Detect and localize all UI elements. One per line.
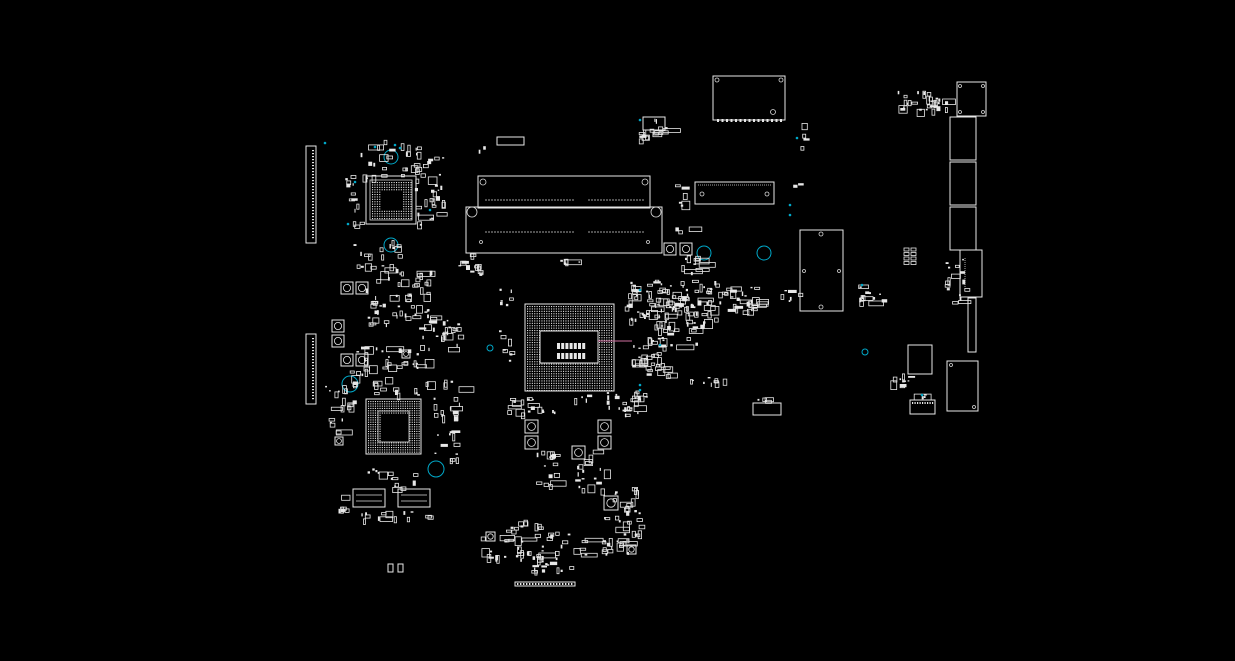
left-edge-connector-bottom[interactable] xyxy=(305,333,317,405)
io-port-top[interactable] xyxy=(956,81,987,117)
side-connector-strip[interactable] xyxy=(967,297,977,353)
dimm-slot-lower[interactable] xyxy=(465,206,663,254)
bga-chip-bottom-left[interactable] xyxy=(365,398,422,455)
memory-chip-right[interactable] xyxy=(397,488,431,508)
m2-slot[interactable] xyxy=(799,229,844,312)
smd-components xyxy=(323,90,972,576)
resistor-array-right[interactable] xyxy=(903,247,917,265)
mounting-hole xyxy=(756,245,772,261)
bottom-left-pads[interactable] xyxy=(387,563,404,573)
left-edge-connector-top[interactable] xyxy=(305,145,317,244)
usb-port-1[interactable] xyxy=(949,116,977,161)
mounting-hole xyxy=(696,245,712,261)
hdmi-port[interactable] xyxy=(959,249,983,298)
ethernet-port[interactable] xyxy=(946,360,979,412)
mounting-hole xyxy=(427,460,445,478)
dimm-slot-upper[interactable] xyxy=(477,175,651,209)
bottom-edge-connector[interactable] xyxy=(514,581,576,587)
small-connector-top[interactable] xyxy=(496,136,525,146)
via-hole xyxy=(486,344,494,352)
chip-right-square[interactable] xyxy=(907,344,933,375)
memory-chip-left[interactable] xyxy=(352,488,386,508)
bga-chip-top-left[interactable] xyxy=(365,175,417,225)
lcd-connector[interactable] xyxy=(712,75,786,122)
cpu-socket[interactable] xyxy=(524,303,615,392)
fan-connector[interactable] xyxy=(694,181,775,205)
via-hole xyxy=(861,348,869,356)
usb-port-2[interactable] xyxy=(949,161,977,206)
